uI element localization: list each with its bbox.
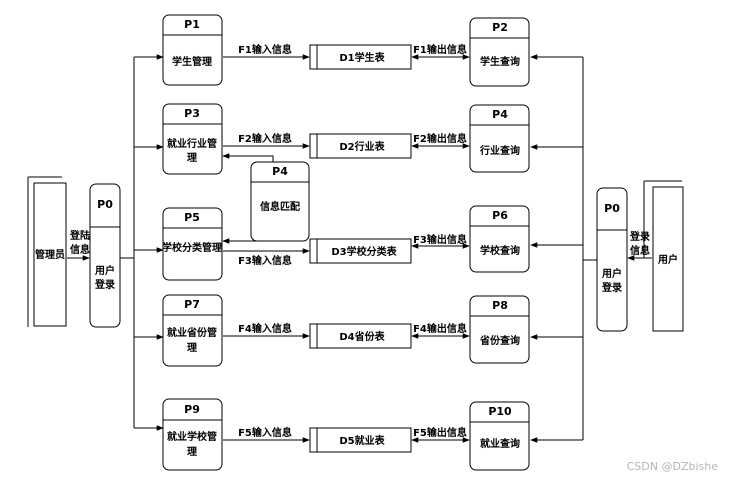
- process-p3-name-2: 理: [187, 152, 197, 164]
- process-p0-left: P0 用户 登录: [89, 183, 121, 328]
- right-bus: [530, 54, 597, 443]
- process-p6: P6 学校查询: [469, 205, 530, 273]
- flow-login-left-line2: 信息: [70, 243, 90, 256]
- process-p0-left-id: P0: [97, 198, 113, 211]
- process-p9-id: P9: [184, 403, 200, 416]
- process-p2: P2 学生查询: [469, 17, 530, 87]
- flow-f5-out-label: F5输出信息: [413, 426, 467, 439]
- process-p7-name-1: 就业省份管: [167, 326, 217, 339]
- data-store-d4: D4省份表: [309, 323, 412, 349]
- process-p0-left-name-1: 用户: [94, 264, 115, 277]
- data-store-d4-label: D4省份表: [339, 330, 385, 343]
- process-p10: P10 就业查询: [469, 401, 530, 471]
- flow-f3-in-label: F3输入信息: [238, 254, 292, 267]
- entity-admin: 管理员: [27, 176, 67, 327]
- entity-user: 用户: [643, 180, 684, 332]
- process-p9: P9 就业学校管 理: [162, 398, 223, 471]
- data-store-d1: D1学生表: [309, 44, 412, 70]
- process-p0-right-name-1: 用户: [601, 267, 622, 280]
- process-p5-name: 学校分类管理: [162, 241, 222, 254]
- process-p8-name: 省份查询: [479, 334, 520, 347]
- data-store-d1-label: D1学生表: [339, 51, 385, 64]
- data-store-d5: D5就业表: [309, 427, 412, 453]
- process-p10-name: 就业查询: [480, 437, 520, 450]
- process-p4-name: 行业查询: [479, 144, 520, 157]
- data-store-d3: D3学校分类表: [309, 238, 412, 264]
- process-p6-id: P6: [492, 209, 508, 222]
- process-p0-left-name-2: 登录: [94, 278, 115, 291]
- process-p4-id: P4: [492, 108, 508, 121]
- process-p4-matching-id: P4: [272, 165, 288, 178]
- process-p5: P5 学校分类管理: [162, 207, 223, 281]
- flow-f3-out-label: F3输出信息: [413, 233, 467, 246]
- flow-login-right-line2: 信息: [630, 244, 650, 257]
- entity-user-label: 用户: [657, 253, 678, 266]
- process-p4-matching: P4 信息匹配: [250, 161, 310, 242]
- output-flow-arrows: [411, 54, 470, 443]
- process-p9-name-2: 理: [187, 446, 197, 458]
- left-bus: [120, 54, 164, 431]
- process-p7: P7 就业省份管 理: [162, 294, 223, 367]
- input-flow-arrows: [223, 54, 310, 443]
- process-p4-matching-name: 信息匹配: [260, 200, 300, 213]
- data-store-d3-label: D3学校分类表: [331, 245, 397, 258]
- watermark: CSDN @DZbishe: [627, 460, 719, 473]
- process-p0-right-id: P0: [604, 202, 620, 215]
- process-p6-name: 学校查询: [480, 244, 520, 257]
- process-p8-id: P8: [492, 299, 508, 312]
- process-p2-name: 学生查询: [480, 55, 520, 68]
- process-p1-id: P1: [184, 18, 200, 31]
- entity-admin-label: 管理员: [35, 248, 65, 261]
- flow-login-right-line1: 登录: [629, 230, 650, 243]
- data-store-d2-label: D2行业表: [339, 140, 385, 153]
- process-p1-name: 学生管理: [172, 55, 212, 68]
- flow-f1-out-label: F1输出信息: [413, 43, 467, 56]
- arrow-matching-to-p3: [222, 153, 274, 162]
- flow-f1-in-label: F1输入信息: [238, 43, 292, 56]
- data-store-d2: D2行业表: [309, 133, 412, 159]
- process-p0-right: P0 用户 登录: [596, 187, 628, 332]
- process-p5-id: P5: [184, 211, 200, 224]
- process-p3-name-1: 就业行业管: [167, 137, 217, 150]
- process-p10-id: P10: [488, 405, 512, 418]
- process-p0-right-name-2: 登录: [601, 281, 622, 294]
- process-p1: P1 学生管理: [162, 14, 223, 86]
- process-p7-name-2: 理: [187, 342, 197, 354]
- flow-f4-out-label: F4输出信息: [413, 322, 467, 335]
- flow-f2-out-label: F2输出信息: [413, 132, 467, 145]
- flow-f4-in-label: F4输入信息: [238, 322, 292, 335]
- process-p8: P8 省份查询: [469, 295, 530, 364]
- process-p3: P3 就业行业管 理: [162, 103, 223, 175]
- flow-login-left-line1: 登陆: [69, 229, 90, 242]
- process-p9-name-1: 就业学校管: [167, 430, 217, 443]
- process-p3-id: P3: [184, 107, 200, 120]
- flow-f5-in-label: F5输入信息: [238, 426, 292, 439]
- process-p2-id: P2: [492, 21, 508, 34]
- process-p7-id: P7: [184, 298, 200, 311]
- data-store-d5-label: D5就业表: [339, 434, 385, 447]
- process-p4: P4 行业查询: [469, 104, 530, 173]
- flow-f2-in-label: F2输入信息: [238, 132, 292, 145]
